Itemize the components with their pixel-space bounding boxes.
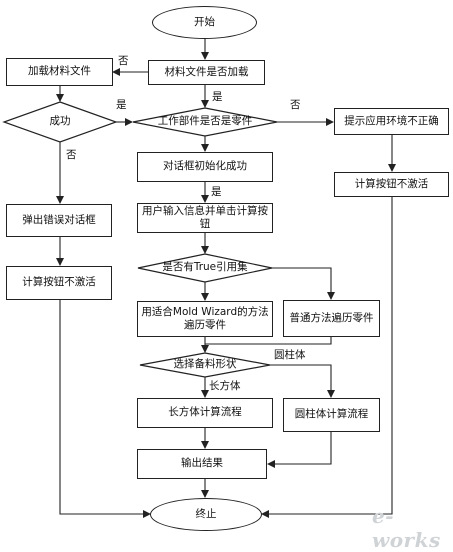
cylinder-calc-node: 圆柱体计算流程 — [283, 398, 380, 432]
calc-disabled-right-node: 计算按钮不激活 — [334, 172, 449, 197]
start-node: 开始 — [152, 6, 257, 39]
edge-label-dialog-yes: 是 — [211, 186, 222, 198]
cylinder-calc-label: 圆柱体计算流程 — [294, 408, 369, 421]
moldwizard-traverse-node: 用适合Mold Wizard的方法遍历零件 — [137, 301, 273, 337]
normal-traverse-label: 普通方法遍历零件 — [289, 311, 374, 324]
check-part-label: 工作部件是否是零件 — [157, 115, 253, 128]
edge-label-success-yes: 是 — [116, 99, 127, 111]
calc-disabled-left-label: 计算按钮不激活 — [22, 276, 96, 289]
output-node: 输出结果 — [137, 449, 267, 479]
user-input-label: 用户输入信息并单击计算按钮 — [142, 204, 268, 230]
end-node: 终止 — [150, 498, 262, 531]
dialog-init-node: 对话框初始化成功 — [137, 152, 273, 182]
edge-label-part-yes: 是 — [212, 91, 223, 103]
success-label: 成功 — [49, 115, 71, 128]
dialog-init-label: 对话框初始化成功 — [163, 160, 247, 173]
edge-label-material-no: 否 — [118, 55, 129, 67]
end-label: 终止 — [195, 507, 217, 520]
load-material-node: 加载材料文件 — [6, 58, 113, 86]
select-shape-label: 选择备料形状 — [173, 358, 237, 371]
error-dialog-label: 弹出错误对话框 — [22, 213, 96, 226]
user-input-node: 用户输入信息并单击计算按钮 — [137, 203, 273, 233]
calc-disabled-left-node: 计算按钮不激活 — [6, 266, 112, 300]
check-true-ref-label: 是否有True引用集 — [162, 261, 248, 274]
moldwizard-traverse-label: 用适合Mold Wizard的方法遍历零件 — [141, 305, 269, 331]
normal-traverse-node: 普通方法遍历零件 — [283, 300, 380, 337]
success-decision-text: 成功 — [4, 102, 116, 142]
edge-label-part-no: 否 — [290, 99, 301, 111]
eworks-watermark-logo: e-works — [372, 504, 441, 552]
prompt-env-node: 提示应用环境不正确 — [334, 108, 449, 135]
check-material-label: 材料文件是否加载 — [164, 65, 249, 78]
error-dialog-node: 弹出错误对话框 — [6, 204, 112, 237]
select-shape-decision-text: 选择备料形状 — [140, 353, 270, 377]
start-label: 开始 — [194, 15, 215, 28]
check-material-node: 材料文件是否加载 — [148, 60, 265, 85]
edge-label-shape-cylinder: 圆柱体 — [274, 349, 306, 361]
output-label: 输出结果 — [181, 457, 223, 470]
flowchart-connectors — [2, 39, 396, 518]
edge-label-shape-cuboid: 长方体 — [209, 380, 241, 392]
calc-disabled-right-label: 计算按钮不激活 — [354, 177, 429, 190]
cuboid-calc-label: 长方体计算流程 — [168, 406, 242, 419]
cuboid-calc-node: 长方体计算流程 — [137, 398, 273, 428]
load-material-label: 加载材料文件 — [28, 65, 91, 78]
prompt-env-label: 提示应用环境不正确 — [344, 114, 439, 127]
check-true-ref-decision-text: 是否有True引用集 — [138, 254, 272, 282]
edge-label-success-no: 否 — [66, 149, 77, 161]
check-part-decision-text: 工作部件是否是零件 — [133, 108, 277, 136]
